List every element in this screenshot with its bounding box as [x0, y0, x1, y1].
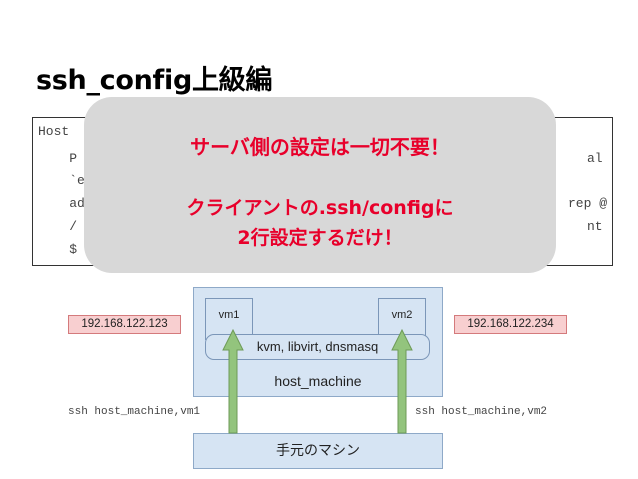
code-fragment: al [587, 151, 603, 166]
code-fragment: nt [587, 219, 603, 234]
callout-line-2: クライアントの.ssh/configに [186, 197, 454, 219]
ip-badge-vm2: 192.168.122.234 [454, 315, 567, 334]
arrow-to-vm2 [391, 328, 413, 434]
hypervisor-box: kvm, libvirt, dnsmasq [205, 334, 430, 360]
callout-line-3: 2行設定するだけ！ [237, 227, 403, 249]
slide-title: ssh_config上級編 [36, 65, 273, 96]
code-line: Host [38, 124, 70, 139]
ssh-command-vm1: ssh host_machine,vm1 [68, 406, 201, 418]
callout-overlay: サーバ側の設定は一切不要！ クライアントの.ssh/configに 2行設定する… [84, 97, 556, 273]
code-line: / [38, 219, 78, 234]
code-line: ad [38, 196, 85, 211]
code-fragment: rep @ [568, 196, 608, 211]
arrow-to-vm1 [222, 328, 244, 434]
code-text: Host P `e ad / $ al rep @ nt [33, 118, 607, 283]
callout-line-1: サーバ側の設定は一切不要！ [190, 135, 450, 159]
vm1-box: vm1 [205, 298, 253, 340]
ssh-command-vm2: ssh host_machine,vm2 [415, 406, 548, 418]
local-machine-box: 手元のマシン [193, 433, 443, 469]
code-line: P [38, 151, 78, 166]
code-line: $ [38, 242, 78, 257]
host-machine-label: host_machine [274, 373, 362, 389]
code-line: `e [38, 173, 85, 188]
ip-badge-vm1: 192.168.122.123 [68, 315, 181, 334]
